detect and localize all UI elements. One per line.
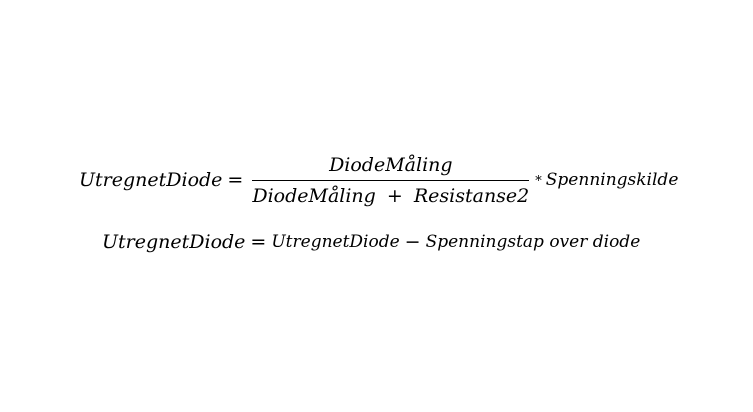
equation-1-factor: Spenningskilde <box>545 170 679 190</box>
denominator-plus: + <box>386 184 403 207</box>
denominator-term-1: DiodeMåling <box>252 184 376 207</box>
equation-2-equals: = <box>250 231 267 253</box>
equation-1: UtregnetDiode = DiodeMåling DiodeMåling … <box>79 150 678 210</box>
equation-2-lhs: UtregnetDiode <box>102 231 246 253</box>
equation-1-lhs: UtregnetDiode <box>79 169 223 191</box>
fraction-denominator: DiodeMåling + Resistanse2 <box>252 181 529 209</box>
denominator-term-2: Resistanse2 <box>413 184 530 207</box>
equation-1-equals: = <box>227 169 244 191</box>
equation-2-term-1: UtregnetDiode <box>271 232 400 252</box>
fraction-numerator: DiodeMåling <box>329 153 453 176</box>
multiply-operator: * <box>535 173 542 189</box>
equation-2: UtregnetDiode = UtregnetDiode − Spenning… <box>102 231 640 253</box>
fraction-bar <box>252 179 530 181</box>
equation-2-minus: − <box>404 231 421 253</box>
fraction: DiodeMåling DiodeMåling + Resistanse2 <box>252 152 530 209</box>
equation-2-term-2: Spenningstap over diode <box>425 232 641 252</box>
